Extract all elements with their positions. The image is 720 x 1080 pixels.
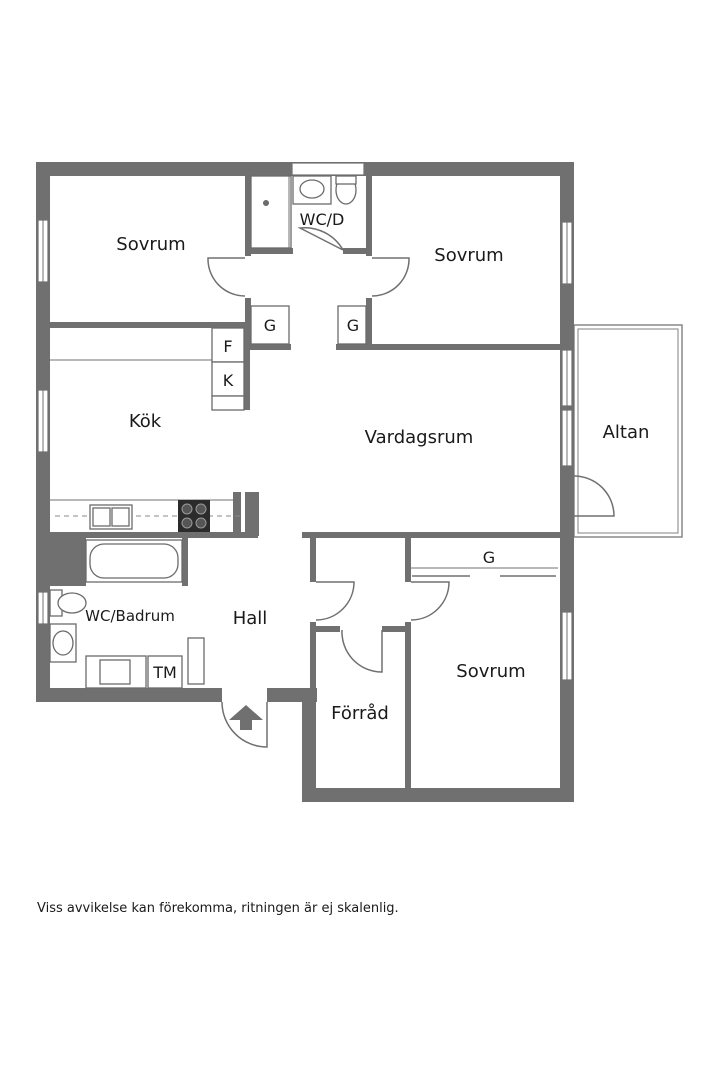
disclaimer-text: Viss avvikelse kan förekomma, ritningen …	[37, 901, 399, 916]
fixture-label-garderob-2: G	[347, 316, 359, 335]
room-label-hall: Hall	[233, 608, 268, 629]
room-label-sovrum-se: Sovrum	[456, 661, 525, 682]
fixture-label-frys: F	[223, 337, 232, 356]
kitchen-fixtures	[50, 327, 245, 532]
room-label-altan: Altan	[603, 422, 650, 443]
closet-fixtures	[250, 305, 558, 577]
entrance-arrow-icon	[229, 705, 263, 730]
fixture-label-garderob-3: G	[483, 548, 495, 567]
fixture-labels: G G G F K TM	[152, 316, 495, 682]
fixture-label-tvattmaskin: TM	[152, 663, 177, 682]
room-labels: Sovrum WC/D Sovrum Kök Vardagsrum Altan …	[85, 210, 649, 724]
bathroom-fixtures	[49, 539, 205, 689]
room-label-sovrum-ne: Sovrum	[434, 245, 503, 266]
room-label-forrad: Förråd	[331, 703, 389, 724]
room-label-kok: Kök	[129, 411, 162, 432]
interior-walls	[50, 176, 574, 792]
wc-d-fixtures	[250, 175, 357, 249]
room-label-wc-d: WC/D	[300, 210, 345, 229]
fixture-label-kyl: K	[223, 371, 234, 390]
room-label-vardagsrum: Vardagsrum	[365, 427, 474, 448]
room-label-sovrum-nw: Sovrum	[116, 234, 185, 255]
window-icon	[37, 162, 573, 681]
fixture-label-garderob-1: G	[264, 316, 276, 335]
door-swing-icon	[207, 226, 615, 748]
room-label-wc-badrum: WC/Badrum	[85, 607, 175, 625]
